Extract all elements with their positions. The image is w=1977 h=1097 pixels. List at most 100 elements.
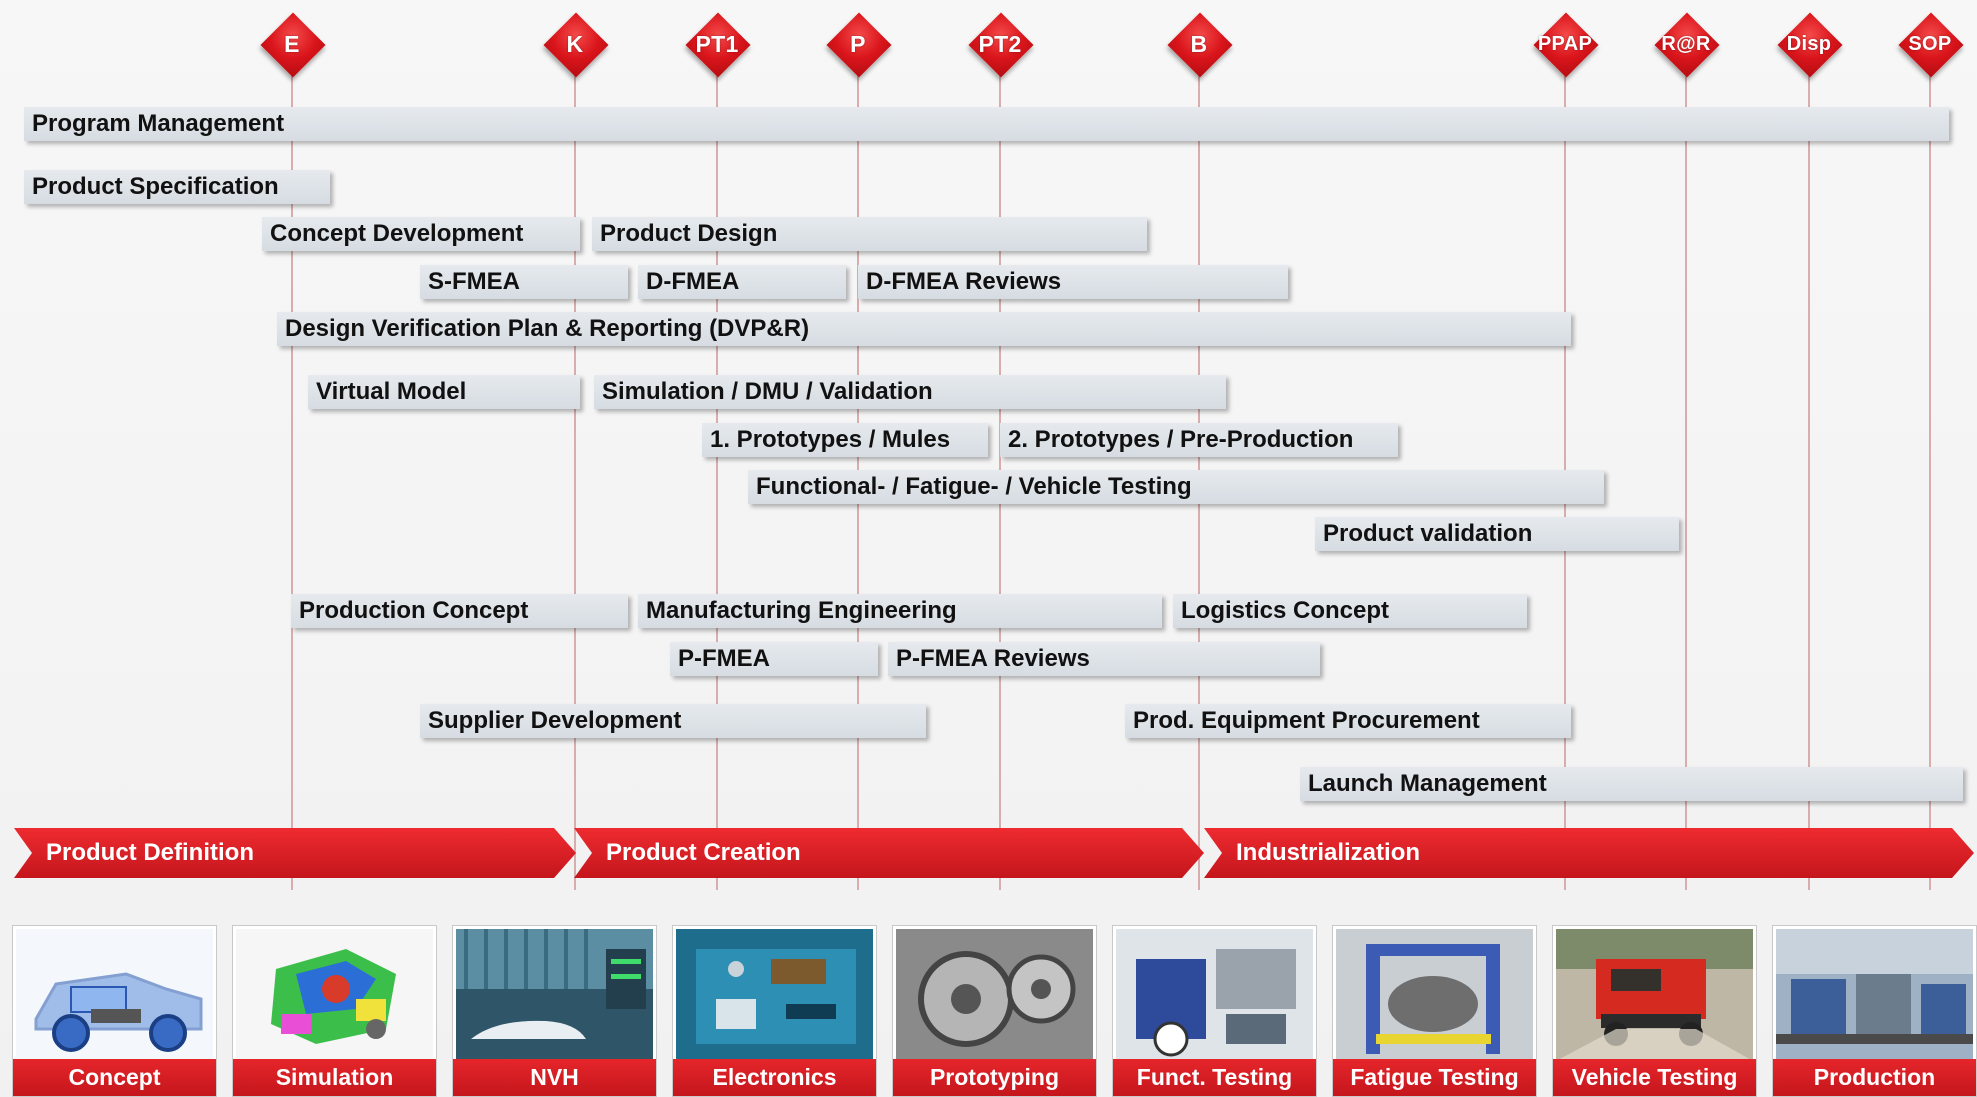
activity-label: Product Specification [32,173,279,200]
activity-bar-manufacturing-engineering: Manufacturing Engineering [638,594,1162,628]
activity-label: Supplier Development [428,707,682,734]
milestone-gate-k: K [539,8,611,80]
tile-concept: Concept [12,925,217,1097]
fatigue-rig-icon [1336,929,1533,1061]
gate-line-ppap [1564,45,1566,890]
activity-bar-simulation-dmu-validation: Simulation / DMU / Validation [594,375,1226,409]
tile-funct-testing: Funct. Testing [1112,925,1317,1097]
milestone-gate-p: P [822,8,894,80]
activity-bar-logistics-concept: Logistics Concept [1173,594,1527,628]
activity-label: Logistics Concept [1181,597,1390,624]
tile-caption: Concept [13,1059,216,1096]
activity-bar-dvpr: Design Verification Plan & Reporting (DV… [277,312,1571,346]
milestone-gate-pt2: PT2 [964,8,1036,80]
activity-bar-virtual-model: Virtual Model [308,375,580,409]
activity-bar-product-specification: Product Specification [24,170,330,204]
car-wireframe-icon [16,929,213,1061]
gate-line-disp [1808,45,1810,890]
gate-line-p [857,45,859,890]
milestone-gate-sop: SOP [1894,8,1966,80]
gate-label: E [284,30,300,57]
gate-line-k [574,45,576,890]
arrow-chevron-icon [1204,828,1974,878]
activity-label: Manufacturing Engineering [646,597,957,624]
activity-label: Program Management [32,110,285,137]
activity-label: D-FMEA Reviews [866,268,1062,295]
activity-bar-d-fmea: D-FMEA [638,265,846,299]
tile-fatigue-testing: Fatigue Testing [1332,925,1537,1097]
tile-caption: Prototyping [893,1059,1096,1096]
milestone-gate-ppap: PPAP [1529,8,1601,80]
activity-label: P-FMEA [678,645,770,672]
circuit-board-icon [676,929,873,1061]
activity-label: Design Verification Plan & Reporting (DV… [285,315,810,342]
activity-label: D-FMEA [646,268,740,295]
tile-caption: NVH [453,1059,656,1096]
activity-bar-d-fmea-reviews: D-FMEA Reviews [858,265,1288,299]
gate-line-pt1 [716,45,718,890]
milestone-gate-pt1: PT1 [681,8,753,80]
phase-label: Product Creation [606,839,801,866]
activity-bar-concept-development: Concept Development [262,217,580,251]
activity-label: S-FMEA [428,268,520,295]
test-rig-icon [1116,929,1313,1061]
activity-bar-supplier-development: Supplier Development [420,704,926,738]
milestone-gate-b: B [1163,8,1235,80]
tile-caption: Fatigue Testing [1333,1059,1536,1096]
activity-label: 2. Prototypes / Pre-Production [1008,426,1354,453]
activity-label: Product Design [600,220,778,247]
activity-bar-p-fmea: P-FMEA [670,642,878,676]
engine-simulation-icon [236,929,433,1061]
activity-bar-p-fmea-reviews: P-FMEA Reviews [888,642,1320,676]
assembly-line-icon [1776,929,1973,1061]
gate-label: Disp [1786,32,1832,55]
activity-label: Simulation / DMU / Validation [602,378,933,405]
tile-electronics: Electronics [672,925,877,1097]
activity-label: Prod. Equipment Procurement [1133,707,1480,734]
tile-simulation: Simulation [232,925,437,1097]
activity-label: 1. Prototypes / Mules [710,426,951,453]
anechoic-chamber-icon [456,929,653,1061]
gate-line-sop [1929,45,1931,890]
gate-line-b [1198,45,1200,890]
activity-bar-production-concept: Production Concept [291,594,628,628]
milestone-gate-disp: Disp [1773,8,1845,80]
phase-arrow-product-definition: Product Definition [14,828,576,878]
milestone-gate-rar: R@R [1650,8,1722,80]
tile-caption: Simulation [233,1059,436,1096]
activity-label: Launch Management [1308,770,1547,797]
activity-bar-functional-testing: Functional- / Fatigue- / Vehicle Testing [748,470,1604,504]
tile-prototyping: Prototyping [892,925,1097,1097]
activity-bar-product-validation: Product validation [1315,517,1679,551]
gate-label: K [566,30,584,57]
gate-label: B [1190,30,1208,57]
gate-label: P [850,30,866,57]
activity-bar-prototypes-preproduction: 2. Prototypes / Pre-Production [1000,423,1398,457]
tile-production: Production [1772,925,1977,1097]
truck-icon [1556,929,1753,1061]
activity-label: P-FMEA Reviews [896,645,1090,672]
gate-line-pt2 [999,45,1001,890]
phase-label: Product Definition [46,839,254,866]
activity-bar-launch-management: Launch Management [1300,767,1963,801]
activity-label: Concept Development [270,220,524,247]
arrow-chevron-icon [574,828,1204,878]
tile-nvh: NVH [452,925,657,1097]
gate-label: R@R [1661,32,1711,55]
tile-caption: Electronics [673,1059,876,1096]
activity-bar-s-fmea: S-FMEA [420,265,628,299]
gate-label: PPAP [1537,32,1593,55]
activity-bar-prototypes-mules: 1. Prototypes / Mules [702,423,988,457]
phase-arrow-product-creation: Product Creation [574,828,1204,878]
phase-label: Industrialization [1236,839,1421,866]
arrow-chevron-icon [14,828,576,878]
gate-label: PT1 [695,30,739,57]
milestone-gate-e: E [256,8,328,80]
tile-vehicle-testing: Vehicle Testing [1552,925,1757,1097]
activity-bar-prod-equipment-procurement: Prod. Equipment Procurement [1125,704,1571,738]
activity-label: Functional- / Fatigue- / Vehicle Testing [756,473,1192,500]
activity-label: Production Concept [299,597,529,624]
gate-line-rar [1685,45,1687,890]
activity-label: Product validation [1323,520,1533,547]
